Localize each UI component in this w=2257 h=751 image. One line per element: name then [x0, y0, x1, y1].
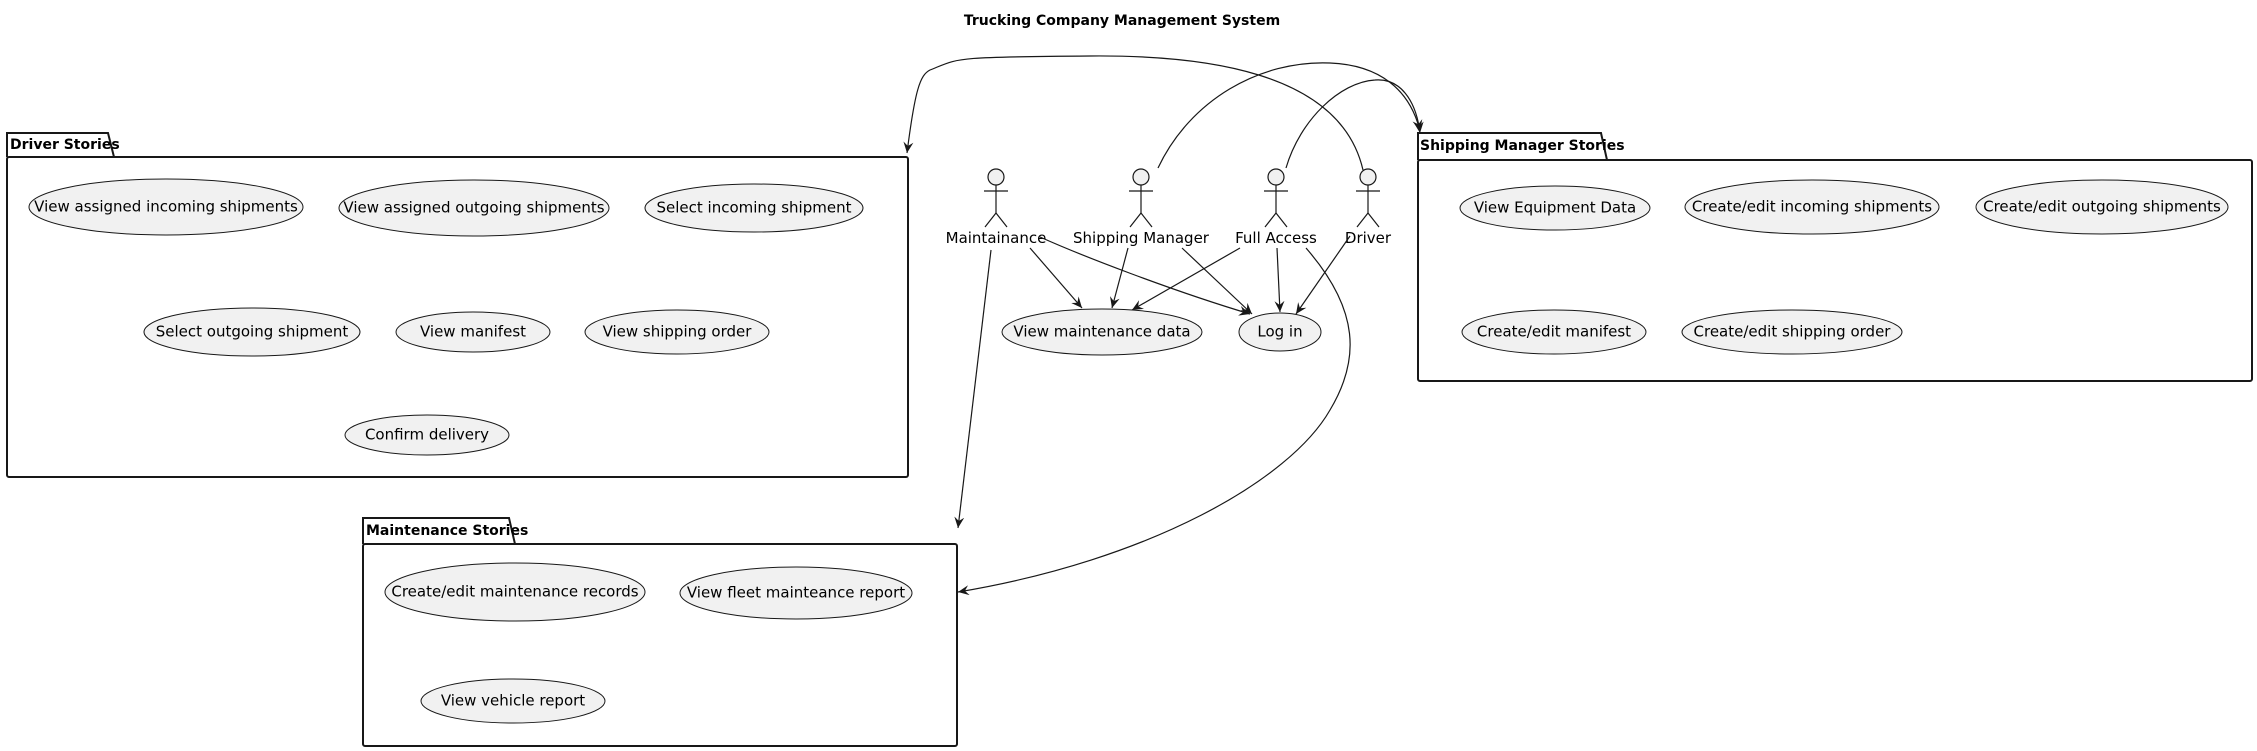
use-case-label: Create/edit shipping order: [1694, 323, 1892, 341]
use-case-label: Confirm delivery: [365, 426, 489, 444]
use-case-log-in[interactable]: Log in: [1238, 312, 1322, 352]
use-case-create-edit-manifest[interactable]: Create/edit manifest: [1461, 309, 1647, 355]
actor-maintainance[interactable]: Maintainance: [946, 168, 1047, 247]
use-case-view-shipping-order[interactable]: View shipping order: [584, 309, 770, 355]
use-case-label: Log in: [1257, 323, 1302, 341]
actor-label: Maintainance: [946, 229, 1047, 247]
package-driver-stories: Driver Stories View assigned incoming sh…: [6, 132, 909, 478]
use-case-select-incoming-shipment[interactable]: Select incoming shipment: [644, 183, 864, 233]
package-title: Shipping Manager Stories: [1420, 138, 1625, 154]
package-shipping-manager-stories: Shipping Manager Stories View Equipment …: [1417, 132, 2253, 382]
edge-maintainance-to-log-in: [1039, 236, 1251, 316]
use-case-view-equipment-data[interactable]: View Equipment Data: [1459, 185, 1651, 231]
edge-shipping-manager-to-view-maintenance-data: [1110, 247, 1129, 309]
edge-maintainance-to-view-maintenance-data: [1029, 247, 1083, 309]
use-case-create-edit-maintenance-records[interactable]: Create/edit maintenance records: [384, 562, 646, 622]
use-case-select-outgoing-shipment[interactable]: Select outgoing shipment: [143, 307, 361, 357]
package-tab: [362, 517, 516, 545]
actor-full-access[interactable]: Full Access: [1235, 168, 1317, 247]
edge-maintainance-to-maintenance-stories: [954, 249, 992, 529]
actor-icon: [1356, 168, 1380, 228]
package-title: Driver Stories: [10, 137, 120, 153]
edge-full-access-to-shipping-stories: [1285, 79, 1424, 169]
actor-label: Full Access: [1235, 229, 1317, 247]
use-case-confirm-delivery[interactable]: Confirm delivery: [344, 414, 510, 456]
use-case-label: Select incoming shipment: [657, 199, 852, 217]
use-case-label: View assigned incoming shipments: [34, 198, 298, 216]
package-tab: [6, 132, 115, 158]
edge-shipping-manager-to-log-in: [1181, 247, 1253, 315]
diagram-title: Trucking Company Management System: [964, 13, 1280, 29]
use-case-view-assigned-outgoing-shipments[interactable]: View assigned outgoing shipments: [338, 179, 610, 237]
use-case-label: Select outgoing shipment: [156, 323, 349, 341]
use-case-label: Create/edit maintenance records: [391, 583, 638, 601]
actor-shipping-manager[interactable]: Shipping Manager: [1073, 168, 1210, 247]
use-case-label: View Equipment Data: [1474, 199, 1636, 217]
actor-label: Shipping Manager: [1073, 229, 1210, 247]
actor-icon: [984, 168, 1008, 228]
use-case-label: View assigned outgoing shipments: [343, 199, 604, 217]
use-case-label: View shipping order: [603, 323, 753, 341]
package-maintenance-stories: Maintenance Stories Create/edit maintena…: [362, 517, 958, 747]
edge-shipping-manager-to-shipping-stories: [1157, 62, 1423, 169]
actor-label: Driver: [1345, 229, 1392, 247]
edge-full-access-to-log-in: [1274, 247, 1285, 313]
package-title: Maintenance Stories: [366, 523, 528, 539]
use-case-label: View maintenance data: [1013, 323, 1190, 341]
use-case-label: Create/edit incoming shipments: [1692, 198, 1932, 216]
use-case-view-maintenance-data[interactable]: View maintenance data: [1001, 308, 1203, 356]
use-case-label: Create/edit manifest: [1477, 323, 1631, 341]
use-case-create-edit-incoming-shipments[interactable]: Create/edit incoming shipments: [1684, 179, 1940, 235]
use-case-label: View vehicle report: [441, 692, 585, 710]
package-tab: [1417, 132, 1608, 161]
relationships: [903, 55, 1424, 596]
edge-full-access-to-view-maintenance-data: [1131, 247, 1241, 311]
use-case-view-vehicle-report[interactable]: View vehicle report: [420, 678, 606, 724]
use-case-create-edit-outgoing-shipments[interactable]: Create/edit outgoing shipments: [1975, 179, 2229, 235]
use-case-view-manifest[interactable]: View manifest: [395, 311, 551, 353]
actor-icon: [1264, 168, 1288, 228]
use-case-label: View manifest: [420, 323, 526, 341]
edge-driver-to-log-in: [1295, 235, 1351, 315]
use-case-label: Create/edit outgoing shipments: [1983, 198, 2221, 216]
use-case-label: View fleet mainteance report: [687, 584, 905, 602]
actor-icon: [1129, 168, 1153, 228]
use-case-create-edit-shipping-order[interactable]: Create/edit shipping order: [1681, 309, 1903, 355]
edge-driver-to-driver-stories: [903, 55, 1364, 171]
use-case-view-assigned-incoming-shipments[interactable]: View assigned incoming shipments: [28, 178, 304, 236]
edge-full-access-to-maintenance-stories: [957, 247, 1351, 596]
actor-driver[interactable]: Driver: [1345, 168, 1392, 247]
use-case-view-fleet-maintenance-report[interactable]: View fleet mainteance report: [679, 566, 913, 620]
